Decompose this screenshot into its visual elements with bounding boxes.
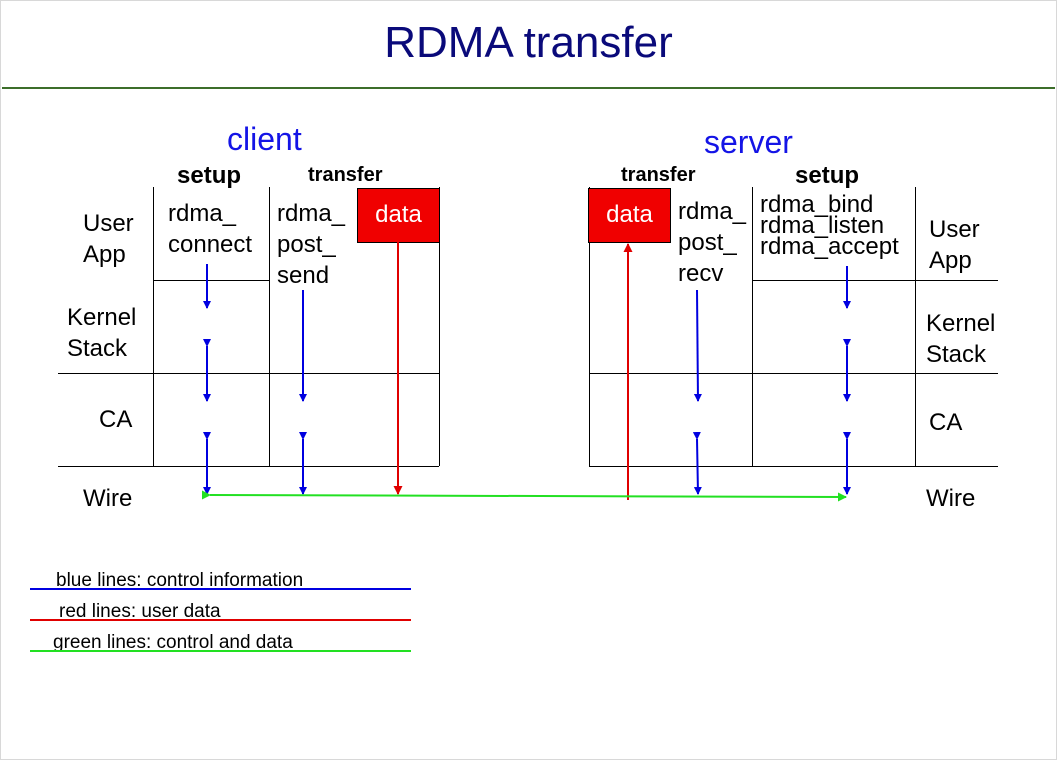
server-grid-line: [752, 187, 753, 466]
server-setup-header: setup: [795, 162, 860, 189]
server-setup-calls: rdma_bind rdma_listen rdma_accept: [760, 191, 899, 260]
client-label: client: [227, 121, 302, 157]
client-layer-wire: Wire: [83, 485, 133, 512]
client-layer-ca: CA: [99, 406, 133, 433]
legend-red-text: red lines: user data: [59, 601, 221, 622]
client-setup-header: setup: [177, 162, 242, 189]
server-layer-ca: CA: [929, 409, 963, 436]
legend-red-line: [30, 619, 411, 621]
client-transfer-call: rdma_ post_ send: [277, 200, 346, 289]
client-setup-call: rdma_ connect: [168, 200, 253, 258]
legend-blue-line: [30, 588, 411, 590]
wire-arrow: [201, 490, 847, 502]
server-layer-wire: Wire: [926, 485, 976, 512]
client-layer-kernel-stack: Kernel Stack: [67, 304, 137, 362]
control-arrow: [692, 431, 702, 495]
client-grid-line: [153, 280, 269, 281]
client-transfer-header: transfer: [308, 164, 383, 186]
server-grid-line: [752, 280, 998, 281]
title-divider: [2, 87, 1055, 89]
client-grid-line: [153, 187, 154, 466]
server-layer-user-app: User App: [929, 216, 980, 274]
legend-green-text: green lines: control and data: [53, 632, 293, 653]
client-grid-line: [439, 187, 440, 466]
control-arrow: [693, 289, 702, 402]
server-grid-line: [589, 187, 590, 466]
server-layer-kernel-stack: Kernel Stack: [926, 310, 996, 368]
server-transfer-call: rdma_ post_ recv: [678, 198, 747, 287]
client-grid-line: [58, 466, 439, 467]
server-transfer-header: transfer: [621, 164, 696, 186]
client-layer-user-app: User App: [83, 210, 134, 268]
server-grid-line: [589, 466, 998, 467]
slide-title: RDMA transfer: [384, 18, 673, 67]
server-grid-line: [915, 187, 916, 466]
client-data-box: data: [357, 188, 440, 243]
server-data-box: data: [588, 188, 671, 243]
client-grid-line: [269, 187, 270, 466]
legend-blue-text: blue lines: control information: [56, 570, 304, 591]
server-label: server: [704, 124, 793, 160]
legend-green-line: [30, 650, 411, 652]
server-grid-line: [589, 373, 998, 374]
client-grid-line: [58, 373, 439, 374]
